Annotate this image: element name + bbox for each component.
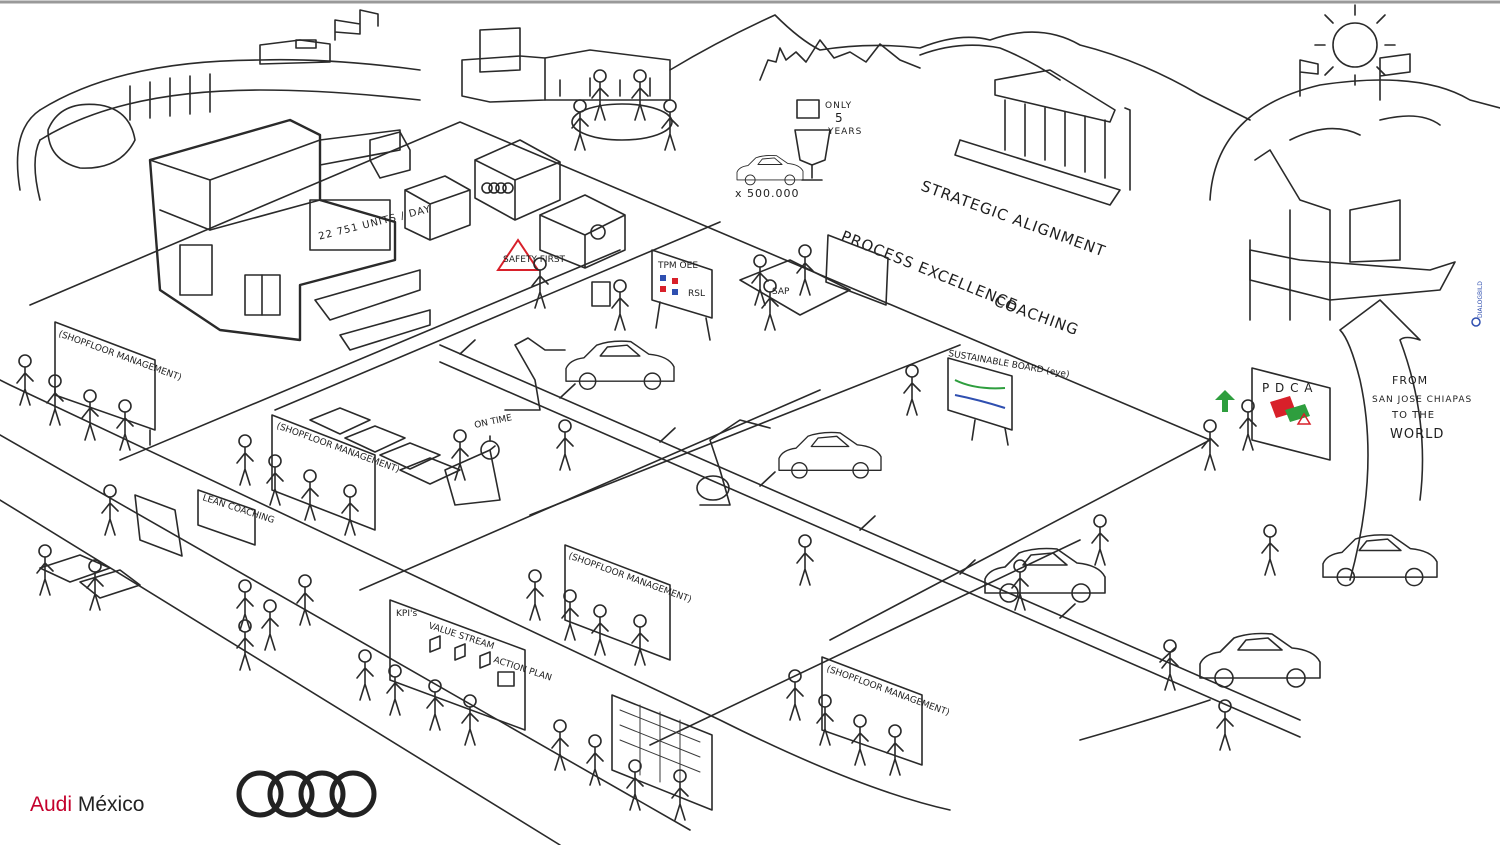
sanjose-label: SAN JOSE CHIAPAS (1372, 395, 1472, 405)
buildings-top (461, 27, 671, 103)
units-per-day-label: 22 751 UNITS / DAY (317, 204, 432, 243)
containers (369, 131, 626, 269)
car-icon (1199, 632, 1321, 688)
pdca-board (1215, 367, 1331, 461)
only-label: ONLY (825, 101, 852, 111)
process-label: PROCESS EXCELLENCE (839, 227, 1021, 314)
shopfloor-label-3: (SHOPFLOOR MANAGEMENT) (567, 551, 693, 605)
brand-wordmark: Audi México (30, 793, 144, 817)
safety-label: SAFETY FIRST (503, 255, 566, 265)
ontime-label: ON TIME (474, 413, 514, 431)
car-icon (565, 340, 675, 391)
bridge-road (16, 9, 421, 201)
warning-icon (496, 238, 540, 271)
shopfloor-label-4: (SHOPFLOOR MANAGEMENT) (825, 664, 951, 718)
trophy-icon (794, 99, 831, 181)
pdca-label: P D C A (1262, 381, 1314, 395)
vw-logo-icon (590, 224, 606, 240)
meeting-table (571, 69, 679, 151)
rsl-label: RSL (688, 289, 705, 299)
action-plan-label: ACTION PLAN (492, 655, 553, 683)
car-icon (736, 154, 804, 186)
x500-label: x 500.000 (735, 187, 800, 200)
carts (309, 407, 501, 506)
shopfloor-board-1 (54, 321, 156, 446)
mountains (669, 14, 1251, 121)
sap-meeting (739, 234, 889, 331)
arrow-to-world (1339, 299, 1424, 581)
conveyor (439, 339, 1301, 738)
digital-board (611, 694, 713, 811)
sun-icon (1314, 4, 1396, 86)
ship (1249, 149, 1456, 321)
brand-country: México (77, 793, 145, 816)
stopwatch-icon (480, 435, 500, 460)
to-the-label: TO THE (1391, 410, 1435, 421)
brand-name: Audi (30, 793, 73, 816)
audi-rings-logo (236, 770, 377, 818)
car-icon (778, 431, 882, 479)
factory-floor (0, 121, 1211, 845)
dialogbild-signature: DIALOGBILD (1471, 281, 1484, 327)
car-icon (1322, 534, 1438, 587)
temple-strategy (954, 69, 1131, 206)
signature-label: DIALOGBILD (1477, 281, 1484, 318)
strategic-label: STRATEGIC ALIGNMENT (919, 177, 1109, 261)
tablet-icon (591, 281, 611, 307)
factory-building (148, 118, 431, 351)
world-label: WORLD (1390, 427, 1444, 442)
tpm-board (651, 249, 713, 341)
kpi-board (389, 599, 526, 731)
sustainable-board (947, 357, 1013, 446)
five-label: 5 (835, 111, 844, 125)
shopfloor-board-2 (271, 414, 376, 531)
globe-icon (1209, 53, 1500, 201)
robot-arm-icon (504, 337, 771, 506)
sap-label: SAP (772, 287, 790, 297)
from-label: FROM (1392, 374, 1428, 387)
coaching-label: COACHING (992, 292, 1082, 339)
audi-rings-icon (481, 182, 514, 194)
years-label: YEARS (827, 127, 862, 137)
shopfloor-board-3 (564, 544, 671, 661)
shopfloor-label-1: (SHOPFLOOR MANAGEMENT) (57, 329, 183, 383)
tpm-label: TPM OEE (657, 261, 698, 271)
lean-label: LEAN COACHING (201, 493, 276, 526)
lean-coaching-board (39, 489, 256, 599)
kpis-label: KPI's (396, 609, 417, 619)
